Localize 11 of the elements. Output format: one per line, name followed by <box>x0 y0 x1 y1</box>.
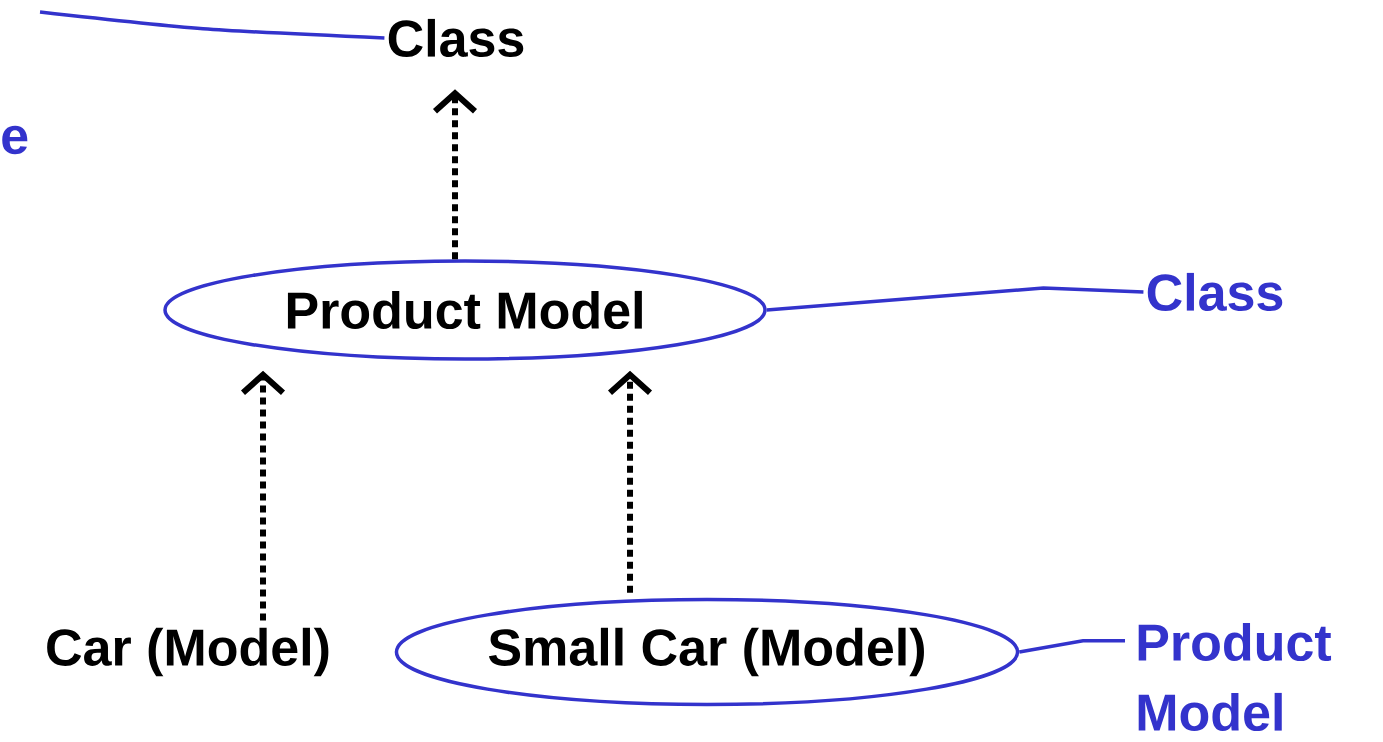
leader-line <box>39 10 385 40</box>
annotation-label: Product Model <box>1138 622 1332 732</box>
class-label: Class <box>388 18 524 58</box>
annotation-label: e <box>2 125 28 155</box>
arrow <box>433 89 477 260</box>
leader-line <box>1019 638 1125 654</box>
leader-line <box>766 286 1144 312</box>
annotation-label: Class <box>1147 272 1283 312</box>
arrow <box>608 370 652 593</box>
arrow <box>241 370 285 621</box>
model-label: Car (Model) <box>47 627 329 677</box>
